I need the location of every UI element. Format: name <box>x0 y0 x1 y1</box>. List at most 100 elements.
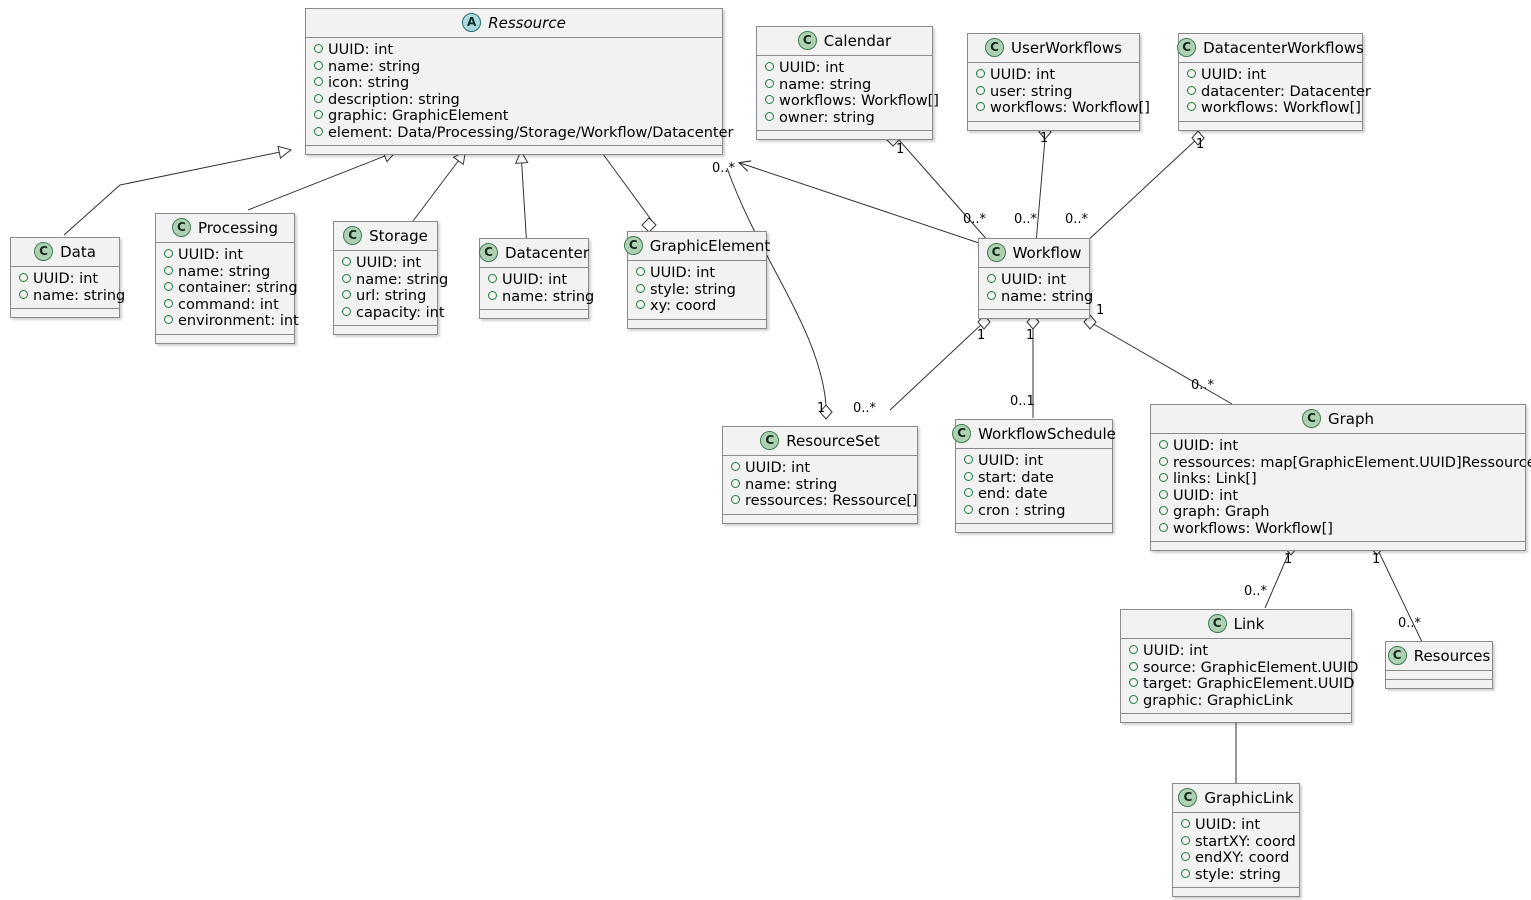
multiplicity-workflow-in-mid: 0..* <box>1014 212 1038 227</box>
class-badge-icon: C <box>343 226 363 245</box>
class-datacenter-title: Datacenter <box>504 243 590 262</box>
attribute-text: UUID: int <box>1143 643 1209 659</box>
multiplicity-workflow-out-graph: 1 <box>1096 303 1105 318</box>
attribute-row: style: string <box>1181 867 1291 884</box>
class-link-title: Link <box>1233 614 1265 633</box>
attribute-row: workflows: Workflow[] <box>1159 521 1517 538</box>
class-graphiclink-title: GraphicLink <box>1204 788 1294 807</box>
class-badge-icon: C <box>1387 646 1407 665</box>
attribute-row: cron : string <box>964 503 1104 520</box>
attribute-row: owner: string <box>765 110 924 127</box>
visibility-public-icon <box>1159 473 1168 482</box>
visibility-public-icon <box>314 126 323 136</box>
multiplicity-graph-resources-source: 1 <box>1372 552 1381 567</box>
class-calendar-attributes: UUID: int name: string workflows: Workfl… <box>757 55 939 130</box>
attribute-text: UUID: int <box>328 42 394 58</box>
attribute-row: UUID: int <box>636 265 758 282</box>
class-resources[interactable]: C Resources <box>1385 641 1493 689</box>
attribute-row: workflows: Workflow[] <box>1187 100 1361 117</box>
attribute-text: command: int <box>178 296 279 313</box>
edge-storage-inherits-ressource <box>409 152 465 226</box>
visibility-public-icon <box>765 95 774 104</box>
class-workflow[interactable]: C Workflow UUID: int name: string <box>978 238 1093 319</box>
class-userworkflows-header: C UserWorkflows <box>968 34 1139 62</box>
class-resourceset[interactable]: C ResourceSet UUID: int name: string res… <box>722 426 918 524</box>
visibility-public-icon <box>765 62 774 71</box>
class-datacenter[interactable]: C Datacenter UUID: int name: string <box>478 238 594 319</box>
visibility-public-icon <box>314 60 323 70</box>
edge-workflow-resourceset <box>889 314 991 411</box>
visibility-public-icon <box>1181 868 1190 878</box>
visibility-public-icon <box>964 504 973 514</box>
attribute-text: UUID: int <box>356 255 422 271</box>
visibility-public-icon <box>964 471 973 481</box>
attribute-text: name: string <box>502 288 595 305</box>
class-processing[interactable]: C Processing UUID: int name: string cont… <box>155 213 299 344</box>
attribute-text: ressources: map[GraphicElement.UUID]Ress… <box>1173 454 1531 471</box>
class-graphiclink-operations <box>1173 887 1299 896</box>
visibility-public-icon <box>1159 456 1168 466</box>
class-storage-header: C Storage <box>334 222 437 250</box>
class-ressource-header: A Ressource <box>306 9 722 37</box>
class-resourceset-operations <box>723 513 917 523</box>
attribute-text: environment: int <box>178 313 299 329</box>
attribute-text: end: date <box>978 486 1048 502</box>
attribute-row: UUID: int <box>1181 817 1291 834</box>
class-graphiclink[interactable]: C GraphicLink UUID: int startXY: coord e… <box>1172 783 1300 897</box>
class-graph-operations <box>1151 541 1525 550</box>
visibility-public-icon <box>765 78 774 88</box>
visibility-public-icon <box>1181 835 1190 845</box>
attribute-text: cron : string <box>978 502 1066 519</box>
visibility-public-icon <box>731 478 740 488</box>
attribute-text: UUID: int <box>1173 487 1239 504</box>
attribute-row: xy: coord <box>636 298 758 315</box>
visibility-public-icon <box>1187 85 1196 95</box>
class-datacenter-operations <box>480 309 588 318</box>
attribute-row: element: Data/Processing/Storage/Workflo… <box>314 125 733 142</box>
attribute-row: ressources: map[GraphicElement.UUID]Ress… <box>1159 455 1531 472</box>
visibility-public-icon <box>1187 102 1196 111</box>
multiplicity-resourceset-workflow: 0..* <box>853 401 877 416</box>
attribute-text: UUID: int <box>1173 438 1239 454</box>
attribute-row: style: string <box>636 282 758 299</box>
class-graph-header: C Graph <box>1151 405 1525 433</box>
class-graphicelement-header: C GraphicElement <box>623 232 770 260</box>
attribute-row: icon: string <box>314 75 714 92</box>
visibility-public-icon <box>1129 678 1138 687</box>
class-datacenterworkflows-operations <box>1179 120 1362 130</box>
class-link[interactable]: C Link UUID: int source: GraphicElement.… <box>1120 609 1358 723</box>
attribute-text: UUID: int <box>1201 67 1267 83</box>
attribute-row: name: string <box>342 272 448 289</box>
class-datacenterworkflows[interactable]: C DatacenterWorkflows UUID: int datacent… <box>1177 33 1371 131</box>
class-datacenterworkflows-header: C DatacenterWorkflows <box>1177 34 1364 62</box>
class-storage[interactable]: C Storage UUID: int name: string url: st… <box>333 221 448 335</box>
attribute-text: UUID: int <box>650 265 716 281</box>
attribute-row: name: string <box>488 289 594 306</box>
attribute-row: UUID: int <box>1159 438 1517 455</box>
class-badge-icon: C <box>478 243 498 262</box>
class-userworkflows[interactable]: C UserWorkflows UUID: int user: string w… <box>967 33 1150 131</box>
class-graph-attributes: UUID: int ressources: map[GraphicElement… <box>1151 433 1531 541</box>
class-graphicelement[interactable]: C GraphicElement UUID: int style: string… <box>623 231 770 329</box>
visibility-public-icon <box>1181 819 1190 828</box>
class-badge-icon: C <box>34 242 54 261</box>
class-ressource-attributes: UUID: int name: string icon: string desc… <box>306 37 733 145</box>
visibility-public-icon <box>731 462 740 471</box>
class-resourceset-attributes: UUID: int name: string ressources: Resso… <box>723 455 918 514</box>
attribute-row: end: date <box>964 486 1104 503</box>
attribute-row: name: string <box>765 77 924 94</box>
attribute-text: UUID: int <box>978 453 1044 469</box>
class-calendar[interactable]: C Calendar UUID: int name: string workfl… <box>756 26 939 140</box>
class-graphicelement-operations <box>628 318 766 328</box>
visibility-public-icon <box>636 283 645 293</box>
class-data-title: Data <box>60 242 96 261</box>
attribute-text: workflows: Workflow[] <box>1173 520 1333 537</box>
class-workflow-title: Workflow <box>1012 243 1082 262</box>
attribute-text: links: Link[] <box>1173 471 1257 487</box>
visibility-public-icon <box>976 69 985 78</box>
class-graph[interactable]: C Graph UUID: int ressources: map[Graphi… <box>1150 404 1531 551</box>
class-data[interactable]: C Data UUID: int name: string <box>10 237 125 318</box>
class-ressource[interactable]: A Ressource UUID: int name: string icon:… <box>305 8 733 155</box>
class-workflowschedule[interactable]: C WorkflowSchedule UUID: int start: date… <box>952 419 1116 533</box>
